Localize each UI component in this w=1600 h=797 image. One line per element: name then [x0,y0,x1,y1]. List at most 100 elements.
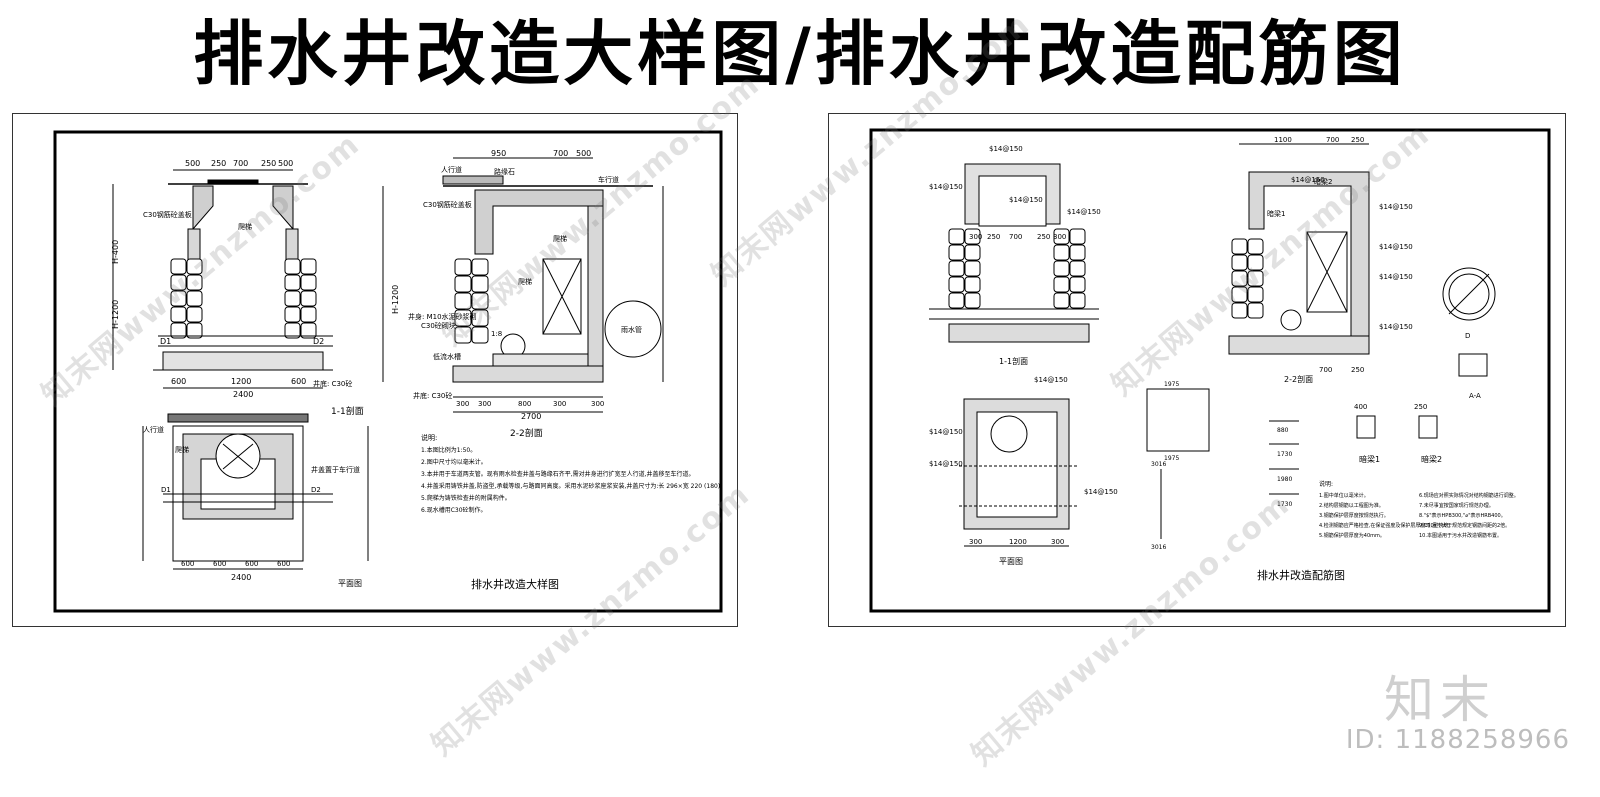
dim22-b1: 300 [456,400,469,408]
rs22-rebar4: $14@150 [1379,273,1413,281]
rs22-dim3: 250 [1351,136,1364,144]
rt-1980: 1980 [1277,476,1292,483]
rebar-label-4: $14@150 [1067,208,1101,216]
dim-500b: 500 [278,159,293,168]
section-2-2-title: 2-2剖面 [510,427,543,439]
section-1-1: 500 250 700 250 500 [111,159,364,417]
ladder2-label: 爬梯 [553,234,567,243]
page-title: 排水井改造大样图/排水井改造配筋图 [193,13,1407,95]
rnote-l4: 4.检测钢筋应严格检查,在保证强度及保护层厚度时,且不大于规范规定钢筋间距的2倍… [1319,522,1510,529]
ladder-label: 爬梯 [238,222,252,231]
rs22-rebar3: $14@150 [1379,243,1413,251]
dim-2400: 2400 [233,390,253,399]
dim-700: 700 [233,159,248,168]
dim-600a: 600 [171,377,186,386]
beam-dim-400: 400 [1354,403,1367,411]
rnote-r4: 9.C30砼浇筑。 [1419,522,1454,529]
rt-1730a: 1730 [1277,451,1292,458]
right-notes: 说明: 1.图中单位以毫米计。 2.结构层钢筋以工程图为准。 3.钢筋保护层厚度… [1319,480,1519,539]
rs-dim5: 300 [1053,233,1066,241]
dim22-b4: 300 [553,400,566,408]
rnote-l3: 3.钢筋保护层厚度按规范执行。 [1319,512,1389,519]
rs22-rebar5: $14@150 [1379,323,1413,331]
rs22-rebar1: $14@150 [1291,176,1325,184]
dim22-950: 950 [491,149,506,158]
dim-500a: 500 [185,159,200,168]
rs22-dim2: 700 [1326,136,1339,144]
c30-cover2-label: C30钢筋砼盖板 [423,200,472,209]
right-notes-title: 说明: [1319,480,1333,488]
section-1-1-title: 1-1剖面 [331,405,364,417]
curb-label: 路缘石 [494,167,515,176]
rnote-r5: 10.本图适用于污水井改造钢筋布置。 [1419,532,1502,539]
wall-mortar-label: 井身: M10水泥砂浆砌 [408,312,477,321]
rebar-details: 1975 1975 880 1730 1980 1730 3016 3016 4… [1146,381,1442,551]
h400-label: H-400 [111,240,120,264]
plan-d2: D2 [311,486,321,494]
rt-3016b: 3016 [1151,544,1166,551]
left-drawing-sheet: 500 250 700 250 500 [12,113,738,627]
rplan-d2: 1200 [1009,538,1027,546]
beam-dim-250: 250 [1414,403,1427,411]
ring-d-label: D [1465,332,1470,340]
dim22-2700: 2700 [521,412,541,421]
rt-1975b: 1975 [1164,455,1179,462]
base2-label: 井底: C30砼 [413,391,452,400]
left-note-5: 5.爬梯为铸铁检查井的附属构件。 [421,494,511,502]
rplan-d3: 300 [1051,538,1064,546]
sidewalk-label: 人行道 [441,165,462,174]
dim22-b3: 800 [518,400,531,408]
rnote-l1: 1.图中单位以毫米计。 [1319,492,1369,499]
rt-1730b: 1730 [1277,501,1292,508]
rs22-dim1: 1100 [1274,136,1292,144]
rs-dim3: 700 [1009,233,1022,241]
section-2-2: 950 700 500 人行道 路缘石 车行道 C30钢筋砼盖板 爬梯 爬梯 [382,149,664,439]
c30-cover-label: C30钢筋砼盖板 [143,210,192,219]
left-inner-frame [53,130,723,613]
rnote-l5: 5.钢筋保护层厚度为40mm。 [1319,532,1385,539]
left-caption: 排水井改造大样图 [471,577,559,591]
rs-section-2-2-title: 2-2剖面 [1284,374,1313,384]
d2-label: D2 [313,337,324,346]
low-water-label: 低流水槽 [433,352,461,361]
dim22-b2: 300 [478,400,491,408]
dim-600b: 600 [291,377,306,386]
rt-880: 880 [1277,427,1289,434]
plan-ladder: 爬梯 [175,445,189,454]
beam2-title: 暗梁2 [1421,454,1442,464]
left-notes: 说明: 1.本图比例为1:50。 2.图中尺寸均以毫米计。 3.本井用于车道两支… [421,433,726,514]
plan-dim-total: 2400 [231,573,251,582]
dim-250a: 250 [211,159,226,168]
rs22-beam1: 暗梁1 [1267,209,1285,218]
left-note-6: 6.现水槽用C30砼制作。 [421,506,487,514]
rplan-title: 平面图 [999,557,1023,566]
right-inner-frame [869,128,1551,613]
plan-view-left: 人行道 D1 D2 爬梯 井盖置于车行道 600 600 600 600 240… [142,413,369,588]
rebar-ring-detail: D A-A [1442,267,1496,400]
rnote-r3: 8."$"表示HPB300,"⌀"表示HRB400。 [1419,512,1506,519]
plan-dim3: 600 [245,560,258,568]
sidewalk2-label: 人行道 [143,425,164,434]
plan-rebar2: $14@150 [929,428,963,436]
rebar-section-1-1: $14@150 $14@150 $14@150 $14@150 300 250 … [929,145,1101,366]
plan-d1: D1 [161,486,171,494]
dim22-500: 500 [576,149,591,158]
h22-label: H-1200 [391,285,400,314]
rs-dim2: 250 [987,233,1000,241]
left-note-3: 3.本井用于车道两支管。现有雨水检查井盖与路缘石齐平,需对井身进行扩宽至人行道,… [421,470,695,478]
left-notes-title: 说明: [421,433,437,442]
rplan-d1: 300 [969,538,982,546]
left-note-4: 4.井盖采用铸铁井盖,防盗型,承载等级,与路面同高度。采用水泥砂浆座浆安装,井盖… [421,482,726,490]
slope-label: 1:8 [491,330,502,338]
h1200-label: H-1200 [111,300,120,329]
left-drawing: 500 250 700 250 500 [53,130,726,613]
left-note-1: 1.本图比例为1:50。 [421,446,476,454]
d1-label: D1 [160,337,171,346]
dim22-b7: 300 [591,400,604,408]
plan-rebar3: $14@150 [929,460,963,468]
rs22-b1: 700 [1319,366,1332,374]
right-drawing: $14@150 $14@150 $14@150 $14@150 300 250 … [869,128,1551,613]
rebar-label-2: $14@150 [929,183,963,191]
dim-1200: 1200 [231,377,251,386]
rebar-plan: $14@150 $14@150 $14@150 $14@150 300 1200… [929,376,1118,566]
